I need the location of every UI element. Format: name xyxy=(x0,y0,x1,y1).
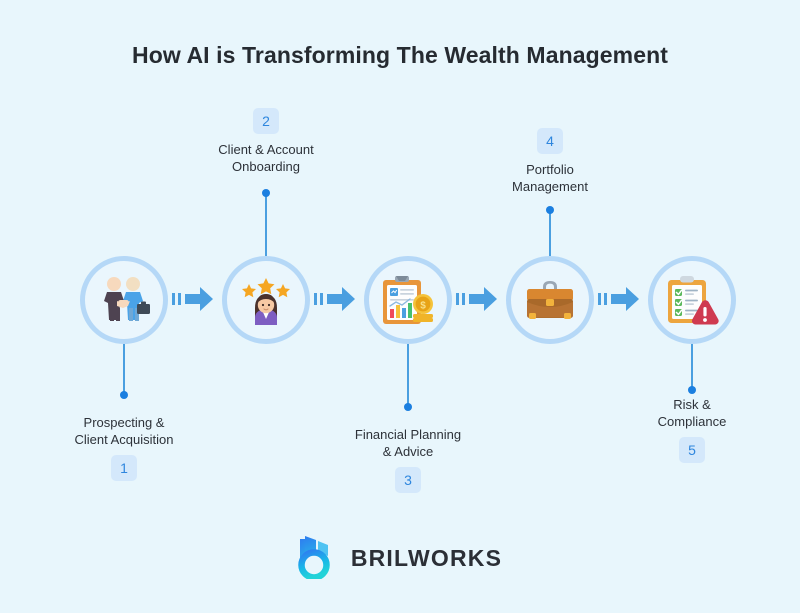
arrow-4-5 xyxy=(598,284,640,319)
stem-2 xyxy=(265,193,267,256)
briefcase-icon xyxy=(522,277,578,323)
step-badge-4: 4 xyxy=(537,128,563,154)
page-title: How AI is Transforming The Wealth Manage… xyxy=(131,42,669,68)
step-node-5[interactable] xyxy=(648,256,736,344)
arrow-2-3 xyxy=(314,284,356,319)
step-node-1[interactable] xyxy=(80,256,168,344)
arrow-3-4 xyxy=(456,284,498,319)
step-badge-1: 1 xyxy=(111,455,137,481)
stem-3 xyxy=(407,344,409,406)
step-badge-5: 5 xyxy=(679,437,705,463)
brand-name: BRILWORKS xyxy=(350,545,503,571)
compliance-checklist-warning-icon xyxy=(664,274,720,326)
stem-dot-5 xyxy=(688,386,696,394)
step-label-3: Financial Planning & Advice xyxy=(354,427,462,459)
rating-person-icon xyxy=(239,275,293,325)
step-badge-3: 3 xyxy=(395,467,421,493)
step-node-2[interactable] xyxy=(222,256,310,344)
handshake-icon xyxy=(96,275,152,325)
step-node-3[interactable]: $ xyxy=(364,256,452,344)
stem-dot-1 xyxy=(120,391,128,399)
stem-4 xyxy=(549,210,551,256)
arrow-1-2 xyxy=(172,284,214,319)
brilworks-b-logo xyxy=(298,533,340,584)
step-label-5: Risk & Compliance xyxy=(657,397,727,429)
stem-dot-2 xyxy=(262,189,270,197)
step-label-2: Client & Account Onboarding xyxy=(218,142,314,174)
stem-dot-4 xyxy=(546,206,554,214)
step-badge-2: 2 xyxy=(253,108,279,134)
svg-text:$: $ xyxy=(420,301,426,312)
step-label-4: Portfolio Management xyxy=(512,162,588,194)
financial-report-icon: $ xyxy=(380,274,436,326)
footer-logo[interactable]: BRILWORKS xyxy=(0,533,800,584)
stem-5 xyxy=(691,344,693,390)
stem-1 xyxy=(123,344,125,394)
stem-dot-3 xyxy=(404,403,412,411)
step-node-4[interactable] xyxy=(506,256,594,344)
step-label-1: Prospecting & Client Acquisition xyxy=(74,415,174,447)
